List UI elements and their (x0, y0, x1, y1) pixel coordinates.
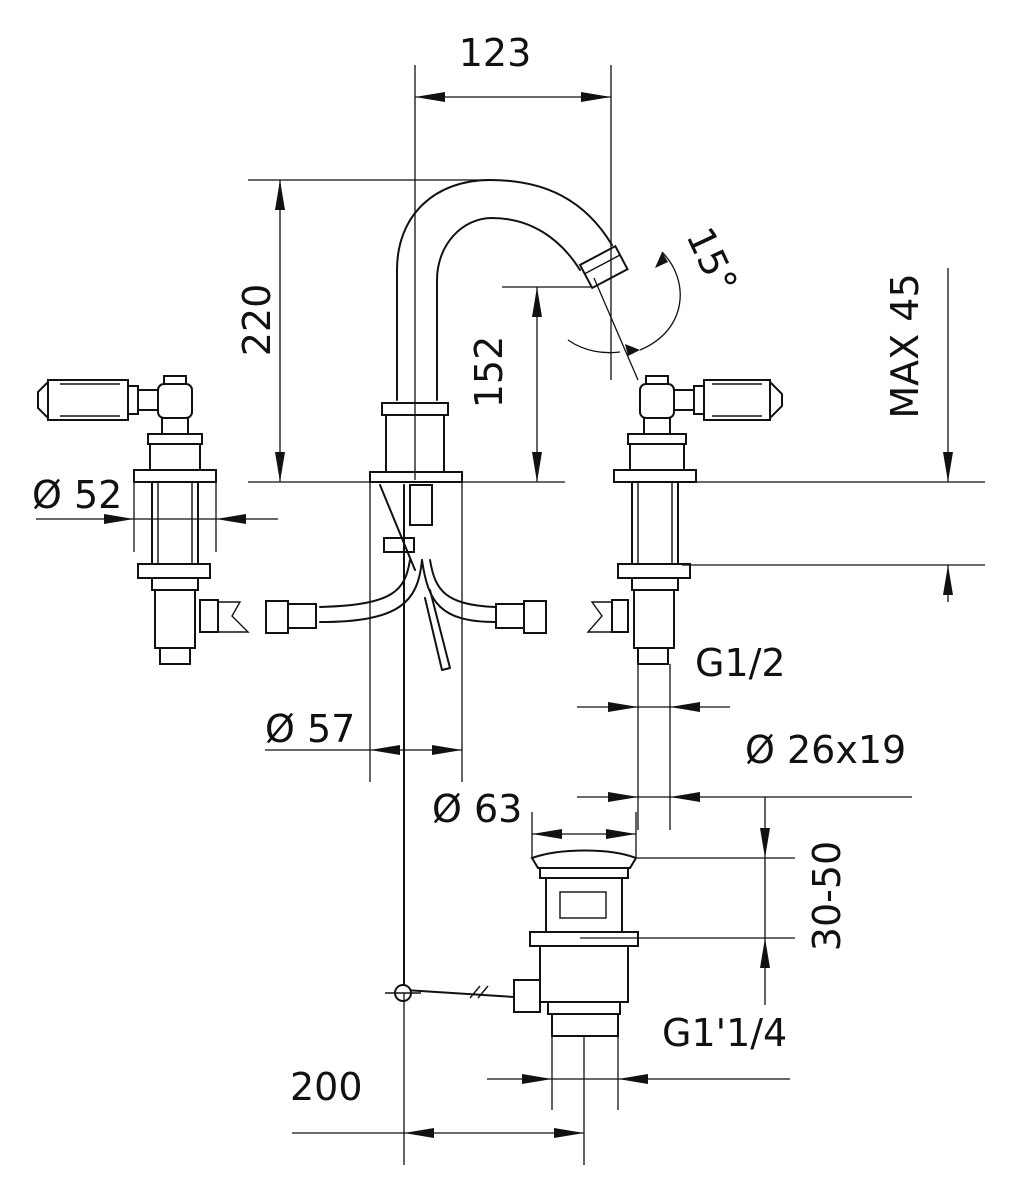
label-123: 123 (459, 31, 532, 75)
label-15-degree: 15° (678, 221, 746, 301)
label-dia-26x19: Ø 26x19 (745, 728, 906, 772)
label-220: 220 (235, 284, 279, 357)
label-30-50-upper: 30-50 (805, 841, 849, 951)
label-max-45: MAX 45 (883, 273, 927, 418)
label-200: 200 (290, 1065, 363, 1109)
label-g1-2: G1/2 (695, 641, 786, 685)
label-152: 152 (467, 336, 511, 409)
dimension-arrows (104, 92, 953, 1138)
dimension-lines (36, 65, 985, 1165)
label-dia-57: Ø 57 (265, 707, 355, 751)
left-valve (37, 375, 250, 665)
popup-waste (385, 849, 639, 1037)
label-dia-63: Ø 63 (432, 787, 522, 831)
right-valve (586, 375, 783, 665)
label-g1-1-4: G1'1/4 (662, 1011, 787, 1055)
center-underdeck (265, 484, 547, 671)
spout (369, 179, 629, 483)
label-dia-52: Ø 52 (32, 473, 122, 517)
